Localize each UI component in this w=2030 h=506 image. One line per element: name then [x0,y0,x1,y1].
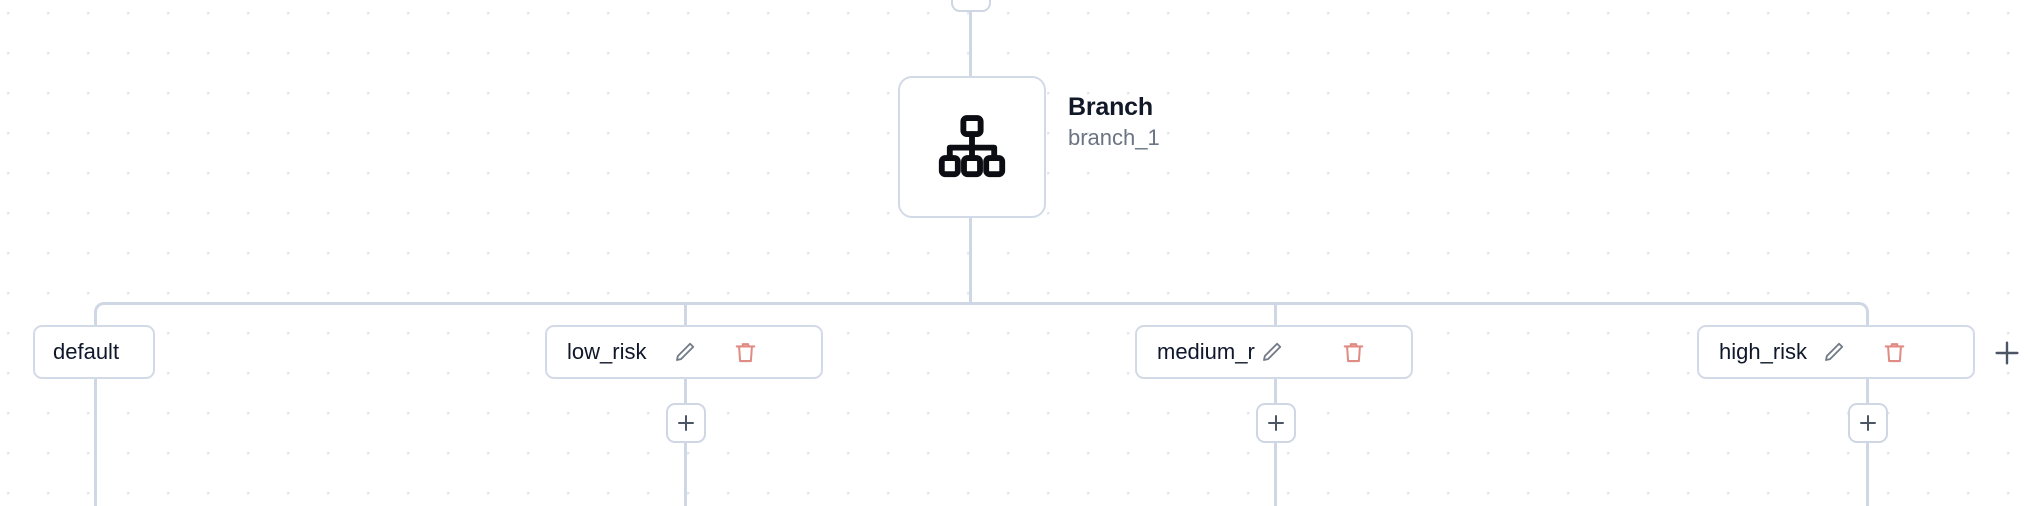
branch-chip-high-risk[interactable]: high_risk [1697,325,1975,379]
edge-top-to-node [969,12,972,78]
branch-chip-label: low_risk [567,339,647,364]
pencil-icon [676,342,695,361]
edge-below-default [94,379,97,506]
add-node-button-low-risk[interactable] [666,403,706,443]
bus-line [107,302,1859,305]
plus-icon [961,0,981,2]
bus-right-cap [1855,302,1869,316]
delete-branch-button[interactable] [1339,337,1369,367]
plus-icon [1268,415,1284,431]
bus-left-cap [94,302,108,316]
branch-chip-default[interactable]: default [33,325,155,379]
pencil-icon [1825,342,1844,361]
branch-node-title: Branch [1068,92,1153,121]
plus-icon [1995,341,2019,365]
edit-branch-button[interactable] [1819,337,1849,367]
edge-node-to-bus [969,218,972,304]
trash-icon [735,342,756,362]
add-node-button-top[interactable] [951,0,991,12]
plus-icon [678,415,694,431]
edit-branch-button[interactable] [670,337,700,367]
branch-chip-label: default [53,339,120,364]
add-node-button-high-risk[interactable] [1848,403,1888,443]
hierarchy-icon [938,115,1006,178]
trash-icon [1884,342,1904,362]
delete-branch-button[interactable] [730,337,760,367]
trash-icon [1344,342,1364,362]
branch-node-subtitle: branch_1 [1068,125,1160,151]
branch-chip-label: high_risk [1719,339,1808,364]
branch-chip-medium-risk[interactable]: medium_r [1135,325,1413,379]
add-node-button-medium-risk[interactable] [1256,403,1296,443]
branch-chip-low-risk[interactable]: low_risk [545,325,823,379]
branch-chip-label: medium_r [1157,339,1255,364]
delete-branch-button[interactable] [1879,337,1909,367]
edit-branch-button[interactable] [1257,337,1287,367]
branch-node[interactable] [898,76,1046,218]
add-branch-button[interactable] [1992,338,2022,368]
pencil-icon [1262,342,1281,361]
plus-icon [1860,415,1876,431]
branch-node-label-group: Branch branch_1 [1068,82,1408,162]
